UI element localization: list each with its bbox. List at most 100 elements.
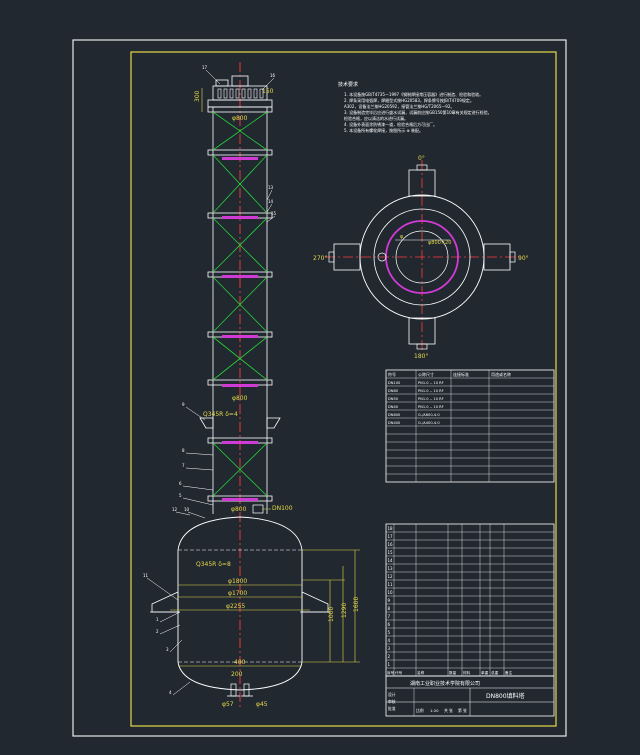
nozzle-table-cell: DN50 [388, 397, 399, 401]
callout-number: 7 [182, 463, 185, 468]
liquid-distributor [222, 384, 258, 387]
liquid-distributor [222, 157, 258, 160]
callout-leader [266, 215, 276, 223]
nozzle-tag: DN100 [272, 505, 293, 512]
callout-number: 4 [169, 690, 172, 695]
parts-row-number: 7 [388, 614, 391, 619]
scale-cell: 比例 [416, 708, 424, 713]
plan-angle-180: 180° [414, 353, 428, 360]
callout-leader [175, 511, 191, 516]
packing-cross [212, 154, 268, 214]
notes-title: 技术要求 [338, 81, 358, 88]
vessel-dim-d2: φ1700 [228, 590, 247, 597]
column-flange [207, 149, 273, 156]
note-line: 5. 本设备所有螺栓焊接，按图所示 ⊕ 装配。 [344, 127, 423, 133]
nozzle-table-cell: PN1.0 -- 10 RF [418, 389, 444, 393]
column-flange [207, 106, 273, 113]
parts-row-number: 11 [388, 582, 394, 587]
nozzle-table-cell: DN80 [388, 389, 399, 393]
sign-label: 批准 [388, 706, 396, 711]
company-name: 湖南工业职业技术学院有限公司 [410, 680, 480, 687]
callout-number: 16 [270, 73, 276, 78]
top-height-dim: 300 [194, 90, 201, 102]
base-diameter-label: φ800 [231, 506, 247, 513]
parts-list-frame [385, 523, 555, 677]
nozzle-table-cell: PN1.0 -- 10 RF [418, 381, 444, 385]
note-line: 1. 本设备按GB/T4735—1997《钢制焊接常压容器》进行制造、检验和验收… [344, 91, 483, 97]
callout-leader [187, 511, 206, 519]
plan-view: 0° 90° 180° 270° φ φ800×20 [313, 155, 529, 360]
plan-angle-0: 0° [418, 155, 425, 162]
support-ring-left [199, 417, 214, 429]
top-rib [229, 88, 234, 99]
callout-number: 5 [179, 493, 182, 498]
outer-border [72, 39, 567, 737]
parts-row-number: 16 [388, 542, 394, 547]
support-material-label: Q345R δ=4 [203, 411, 238, 418]
callout-number: 9 [182, 402, 185, 407]
parts-list-footer: 代号 [395, 670, 403, 675]
vessel-material-label: Q345R δ=8 [196, 561, 231, 568]
parts-row-number: 9 [388, 598, 391, 603]
note-line: A302，设备法兰按HG20592，接管法兰按HG/T2065—92。 [344, 103, 454, 109]
callout-number: 15 [271, 211, 277, 216]
callout-number: 6 [179, 481, 182, 486]
vessel-dim-bottom-nozzle: 400 [234, 659, 246, 666]
vessel-lug-left [151, 591, 179, 613]
callout-leader [185, 406, 206, 421]
top-rib [253, 88, 258, 99]
parts-row-number: 4 [388, 638, 391, 643]
nozzle-table-cell: G-/A400-4.0 [418, 421, 440, 425]
callout-number: 1 [156, 617, 159, 622]
callout-number: 3 [166, 647, 169, 652]
parts-row-number: 5 [388, 630, 391, 635]
liquid-distributor [222, 275, 258, 278]
top-rib [241, 88, 246, 99]
sign-label: 设计 [388, 692, 396, 697]
callout-number: 10 [184, 507, 190, 512]
parts-row-number: 18 [388, 526, 394, 531]
packing-cross [212, 442, 268, 497]
vessel-dim-d1: φ1800 [228, 578, 247, 585]
callout-number: 2 [156, 629, 159, 634]
parts-row-number: 6 [388, 622, 391, 627]
parts-list-footer: 单重 [481, 670, 489, 675]
vessel-top-head [177, 516, 303, 551]
nozzle-table-header: 公称尺寸 [418, 371, 434, 377]
drawing-frame [130, 51, 557, 727]
nozzle-table-cell: DN600 [388, 413, 401, 417]
liquid-distributor [222, 216, 258, 219]
top-rib [217, 88, 222, 99]
scale-cell: 第 张 [458, 708, 467, 713]
callout-number: 13 [268, 185, 274, 190]
drawing-title: DN800填料塔 [486, 692, 525, 700]
parts-list-footer: 总重 [491, 670, 499, 675]
parts-row-number: 15 [388, 550, 394, 555]
top-rib [259, 88, 264, 99]
callout-leader [169, 639, 183, 653]
parts-row-number: 3 [388, 646, 391, 651]
callout-leader [261, 77, 275, 91]
column-elevation: 300 150 φ800 φ800 Q345R δ=4 φ800 DN100 [194, 62, 293, 708]
parts-list-footer: 名称 [417, 670, 425, 675]
sign-label: 审核 [388, 699, 396, 704]
parts-row-number: 2 [388, 654, 391, 659]
parts-row-number: 14 [388, 558, 394, 563]
parts-list: 181716151413121110987654321序号代号名称数量材料单重总… [385, 523, 555, 717]
plan-angle-90: 90° [518, 255, 529, 262]
callout-number: 8 [182, 448, 185, 453]
note-line: 3. 设备制造完毕后应进行盛水试漏，试漏前应按GB150第10章有关规定进行检验… [344, 109, 492, 115]
plan-label-a: φ [400, 234, 404, 240]
nozzle-table-cell: DN100 [388, 381, 401, 385]
parts-list-footer: 备注 [505, 670, 513, 675]
vessel-dim-d3: φ2255 [226, 603, 245, 610]
nozzle-table-cell: DN400 [388, 421, 401, 425]
vessel-bottom-head [177, 661, 303, 691]
packing-cross [212, 336, 268, 381]
vessel-dim-outlet-c: 200 [231, 671, 243, 678]
liquid-distributor [222, 498, 258, 501]
mid-diameter-label: φ800 [232, 395, 248, 402]
top-diameter-label: φ800 [232, 115, 248, 122]
